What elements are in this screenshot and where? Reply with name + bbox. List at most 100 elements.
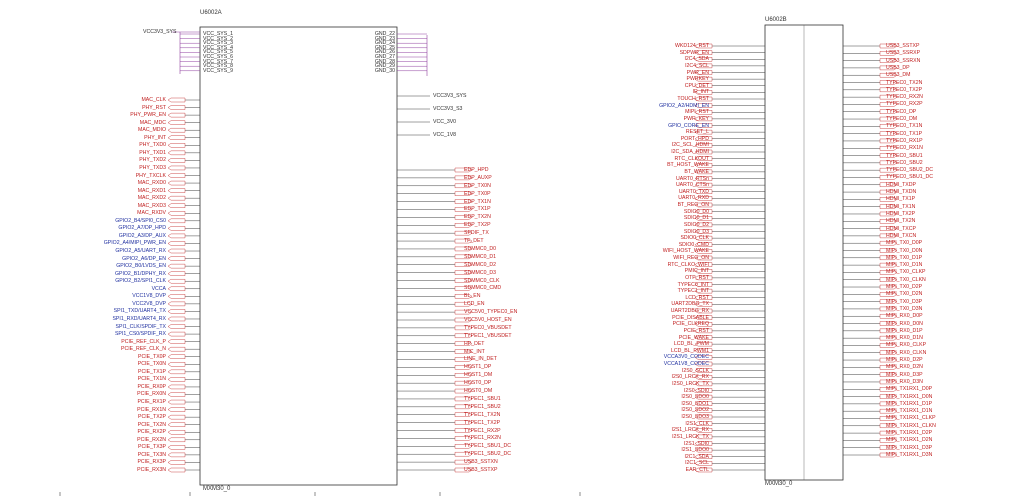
net-flag [879,387,898,392]
net-label: I2C4_SDA [684,56,709,63]
net-label: MIPI_TX1RX1_D3N [886,452,933,458]
net-label: PCIE_TX3P [138,444,166,451]
net-label: EDP_TX1N [464,198,491,205]
net-flag [694,83,713,88]
net-flag [694,136,713,141]
net-label: MIPI_TX0_D0N [886,247,923,254]
net-label: GPIO2_B2/SPI1_CLK [115,278,166,285]
net-flag [879,262,898,268]
net-label: TYPEC0_DM [886,116,918,123]
net-flag [879,306,898,312]
net-label: SPI1_CS0/SPDIF_RX [114,331,166,338]
net-flag [694,43,713,49]
net-label: MIPI_TX1RX1_D0P [886,386,933,393]
net-flag [454,380,473,386]
net-flag [879,240,898,246]
net-label: PHY_INT [144,134,166,141]
net-flag [879,416,898,421]
net-flag [167,286,186,291]
net-label: MIPI_RX0_CLKN [886,349,927,356]
net-label: WIFI_HOST_WAKE [662,248,709,255]
net-label: MIPI_RX0_D1N [886,335,923,342]
net-flag [694,110,713,115]
net-flag [694,229,713,234]
net-flag [694,50,713,55]
net-flag [454,246,473,252]
net-flag [694,381,713,387]
net-flag [454,191,473,196]
net-flag [694,242,713,247]
net-flag [167,445,186,450]
net-label: PCIE_RX2N [137,436,166,443]
net-flag [879,394,898,399]
net-flag [454,167,473,173]
net-flag [879,204,898,209]
net-flag [694,156,713,161]
net-flag [879,357,898,363]
net-flag [879,292,898,297]
net-label: WIFI_REG_ON [673,255,709,261]
net-label: SDIO0_D2 [683,221,709,228]
net-flag [167,180,186,186]
net-label: WKD124_RST [674,43,709,49]
net-label: RESET_L [685,129,709,136]
net-flag [694,235,713,241]
net-flag [879,430,898,436]
net-flag [694,308,713,314]
net-flag [879,248,898,253]
net-label: PCIE_CLKREQ [672,321,709,328]
pin-label: VCC_SYS_9 [203,67,233,74]
net-label: MIPI_TX0_D1P [886,254,923,261]
net-label: PWR_EN [686,69,709,76]
net-flag [879,43,898,49]
net-label: PHY_TXCLK [135,172,166,179]
net-flag [167,233,186,239]
net-flag [167,354,186,359]
power-net-label: VCC3V3_S3 [433,106,463,112]
net-flag [454,183,473,188]
net-label: BT_WAKE [684,168,709,175]
net-label: PCIE_RX3N [137,467,166,473]
net-label: EDP_TX0P [464,190,491,197]
u6002b-footer: MXM30_0 [765,481,793,487]
net-flag [167,128,186,133]
pin-label: GND_22 [374,31,395,37]
net-label: SPDIF_TX [464,230,489,237]
net-label: TYPEC0_RX2N [886,94,923,101]
net-flag [694,288,713,294]
net-flag [454,404,473,410]
pin-label: GND_29 [374,63,395,70]
net-label: USB3_DM [886,72,911,79]
net-label: GPIO_CORE_EN [668,122,709,129]
net-flag [694,103,713,108]
net-flag [879,233,898,239]
net-label: MIPI_TX0_D1N [886,262,923,269]
net-label: TYPEC1_INT [677,288,709,295]
net-label: MAC_RXD3 [137,202,166,209]
net-flag [167,452,186,458]
net-label: MIPI_TX1RX1_D3P [886,444,933,451]
net-flag [879,138,898,144]
net-label: UART0_RXD [678,195,709,202]
net-flag [167,158,186,163]
net-label: I2S0_SDO3 [681,414,709,420]
net-label: EDP_TX2N [464,214,491,221]
net-label: SPI1_TXD/UART4_TX [113,308,166,315]
net-flag [167,226,186,231]
net-flag [454,357,473,362]
net-flag [879,277,898,282]
net-flag [167,377,186,382]
net-flag [167,105,186,110]
net-label: GPIO2_B1/DPHY_RX [114,270,166,277]
net-flag [167,309,186,314]
net-label: VCCA3V0_CODEC [663,354,709,361]
net-label: PCIE_TX3N [137,451,166,458]
net-label: HP_DET [464,340,485,347]
net-label: I2S0_SDI0 [683,387,709,394]
net-flag [694,222,713,228]
net-flag [879,109,898,114]
net-label: I2S0_LRCK_RX [671,374,710,381]
power-net-label: VCC3V3_SYS [433,93,467,99]
net-flag [879,438,898,443]
